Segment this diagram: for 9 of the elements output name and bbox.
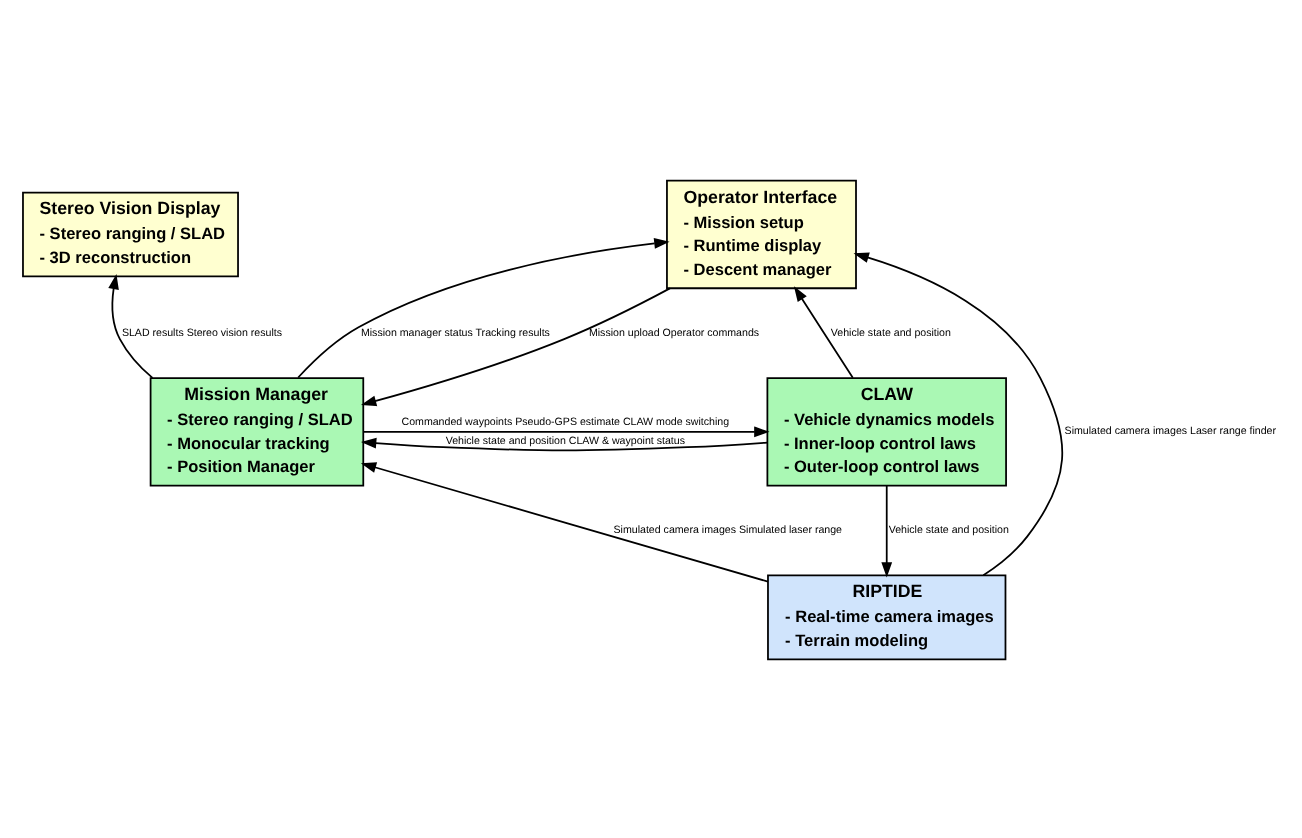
arrow [853,251,1064,576]
arrow [881,484,893,577]
arrow [793,285,854,378]
arrow [360,436,769,451]
arrow [360,461,769,582]
arrow [360,286,671,406]
arrow [362,425,770,437]
arrow [108,272,154,378]
arrow [297,237,670,378]
